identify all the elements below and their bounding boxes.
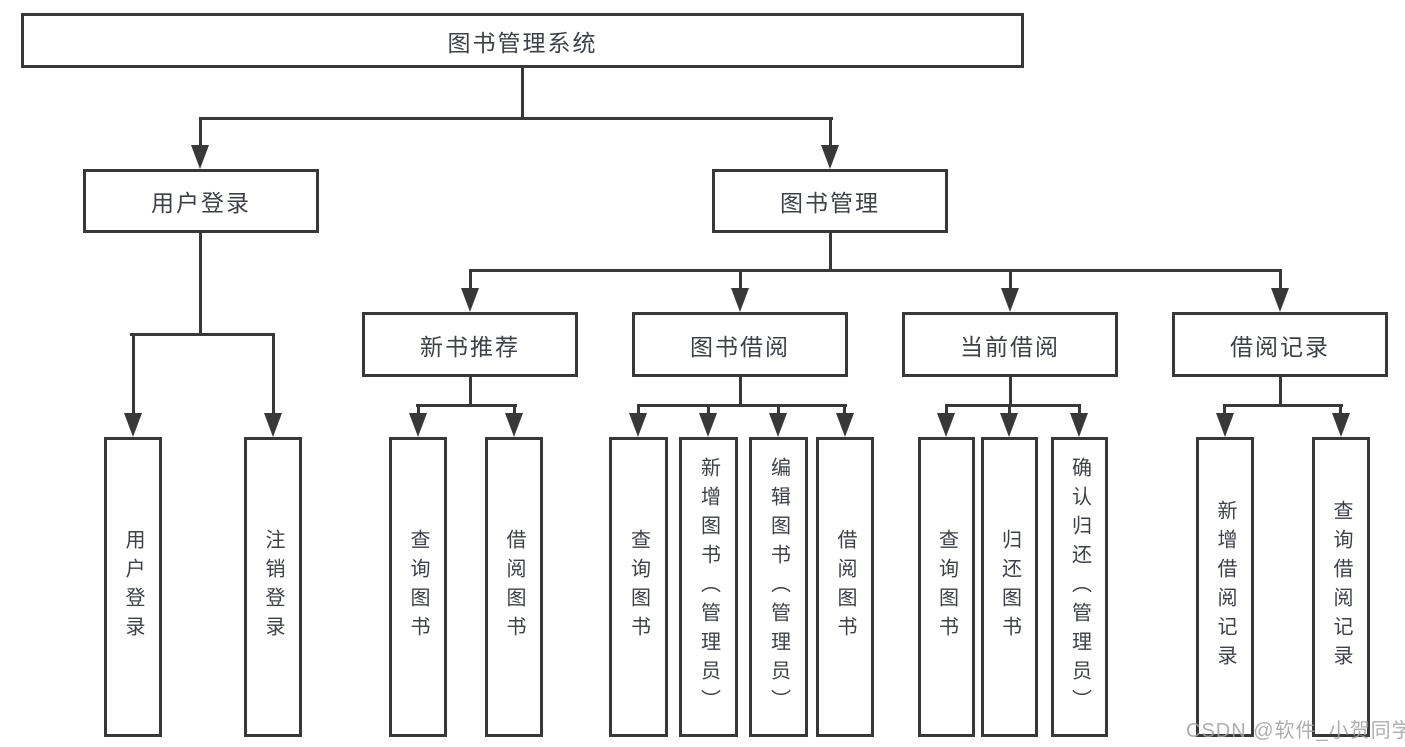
borrow-record-branch-bar <box>1223 404 1343 407</box>
arrow-down-icon <box>836 413 854 437</box>
node-new-book-label: 新书推荐 <box>420 333 520 360</box>
arrow-down-icon <box>731 288 749 312</box>
leaf-new-book-borrow: 借阅图书 <box>485 437 543 737</box>
drop-line <box>1009 269 1012 291</box>
leaf-label: 借阅图书 <box>503 529 525 645</box>
arrow-down-icon <box>699 413 717 437</box>
leaf-label: 注销登录 <box>262 529 284 645</box>
book-borrow-branch-bar <box>637 404 847 407</box>
arrow-down-icon <box>1000 413 1018 437</box>
leaf-label: 查询图书 <box>627 529 650 645</box>
stem-user-login-line <box>199 231 202 335</box>
drop-line <box>843 405 846 417</box>
arrow-down-icon <box>264 413 282 437</box>
leaf-current-query: 查询图书 <box>918 437 975 737</box>
arrow-down-icon <box>1216 413 1234 437</box>
leaf-borrow-add-admin: 新增图书（管理员） <box>679 437 738 737</box>
arrow-down-icon <box>1001 288 1019 312</box>
arrow-down-icon <box>1271 288 1289 312</box>
drop-book-mgmt-line <box>829 117 832 147</box>
node-book-borrow: 图书借阅 <box>632 312 848 377</box>
node-current-borrow-label: 当前借阅 <box>960 333 1060 360</box>
arrow-down-icon <box>124 413 142 437</box>
leaf-current-return: 归还图书 <box>981 437 1038 737</box>
drop-line <box>637 405 640 417</box>
leaf-label: 借阅图书 <box>834 529 856 645</box>
leaf-borrow-edit-admin: 编辑图书（管理员） <box>749 437 808 737</box>
leaf-record-add: 新增借阅记录 <box>1196 437 1254 737</box>
leaf-logout: 注销登录 <box>244 437 302 737</box>
drop-line <box>417 405 420 417</box>
arrow-down-icon <box>629 413 647 437</box>
node-root-label: 图书管理系统 <box>447 29 598 56</box>
node-book-mgmt-label: 图书管理 <box>780 190 880 216</box>
drop-line <box>1279 269 1282 291</box>
leaf-label: 用户登录 <box>122 529 144 645</box>
node-new-book: 新书推荐 <box>362 312 578 377</box>
leaf-current-confirm-admin: 确认归还（管理员） <box>1051 437 1108 737</box>
arrow-down-icon <box>1070 413 1088 437</box>
arrow-down-icon <box>821 145 839 169</box>
leaf-label: 查询图书 <box>407 529 429 645</box>
leaf-new-book-query: 查询图书 <box>389 437 447 737</box>
arrow-down-icon <box>769 413 787 437</box>
node-current-borrow: 当前借阅 <box>902 312 1118 377</box>
arrow-down-icon <box>461 288 479 312</box>
leaf-label: 确认归还（管理员） <box>1068 456 1091 718</box>
leaf-label: 查询图书 <box>935 529 958 645</box>
leaf-label: 新增图书（管理员） <box>697 456 720 718</box>
root-branch-bar <box>199 117 833 120</box>
stem-current-borrow-line <box>1009 375 1012 407</box>
drop-line <box>513 405 516 417</box>
stem-new-book-line <box>469 375 472 407</box>
leaf-borrow-book: 借阅图书 <box>816 437 874 737</box>
current-borrow-branch-bar <box>945 404 1081 407</box>
arm-line <box>132 334 135 416</box>
stem-borrow-record-line <box>1279 375 1282 407</box>
drop-line <box>469 269 472 291</box>
node-book-borrow-label: 图书借阅 <box>690 333 790 360</box>
arrow-down-icon <box>191 145 209 169</box>
arm-line <box>272 334 275 416</box>
leaf-label: 归还图书 <box>998 529 1021 645</box>
drop-line <box>1339 405 1342 417</box>
trunk-root-line <box>521 66 524 119</box>
arrow-down-icon <box>1332 413 1350 437</box>
drop-user-login-line <box>199 117 202 147</box>
leaf-label: 编辑图书（管理员） <box>767 456 790 718</box>
user-login-branch-bar <box>130 333 275 336</box>
node-user-login-label: 用户登录 <box>151 190 251 216</box>
drop-line <box>739 269 742 291</box>
node-borrow-record: 借阅记录 <box>1172 312 1388 377</box>
drop-line <box>777 405 780 417</box>
node-user-login: 用户登录 <box>83 169 319 233</box>
drop-line <box>1078 405 1081 417</box>
new-book-branch-bar <box>416 404 517 407</box>
leaf-borrow-query: 查询图书 <box>609 437 668 737</box>
stem-book-mgmt-line <box>829 231 832 271</box>
node-book-mgmt: 图书管理 <box>712 169 948 233</box>
leaf-user-login: 用户登录 <box>104 437 162 737</box>
drop-line <box>1223 405 1226 417</box>
arrow-down-icon <box>409 413 427 437</box>
arrow-down-icon <box>505 413 523 437</box>
book-mgmt-branch-bar <box>469 269 1282 272</box>
node-root: 图书管理系统 <box>21 13 1024 68</box>
drop-line <box>707 405 710 417</box>
drop-line <box>945 405 948 417</box>
stem-book-borrow-line <box>739 375 742 407</box>
arrow-down-icon <box>937 413 955 437</box>
drop-line <box>1008 405 1011 417</box>
node-borrow-record-label: 借阅记录 <box>1230 333 1330 360</box>
leaf-label: 新增借阅记录 <box>1214 500 1236 674</box>
leaf-record-query: 查询借阅记录 <box>1312 437 1370 737</box>
leaf-label: 查询借阅记录 <box>1330 500 1352 674</box>
csdn-watermark: CSDN @软件_小贺同学 <box>1186 720 1405 742</box>
